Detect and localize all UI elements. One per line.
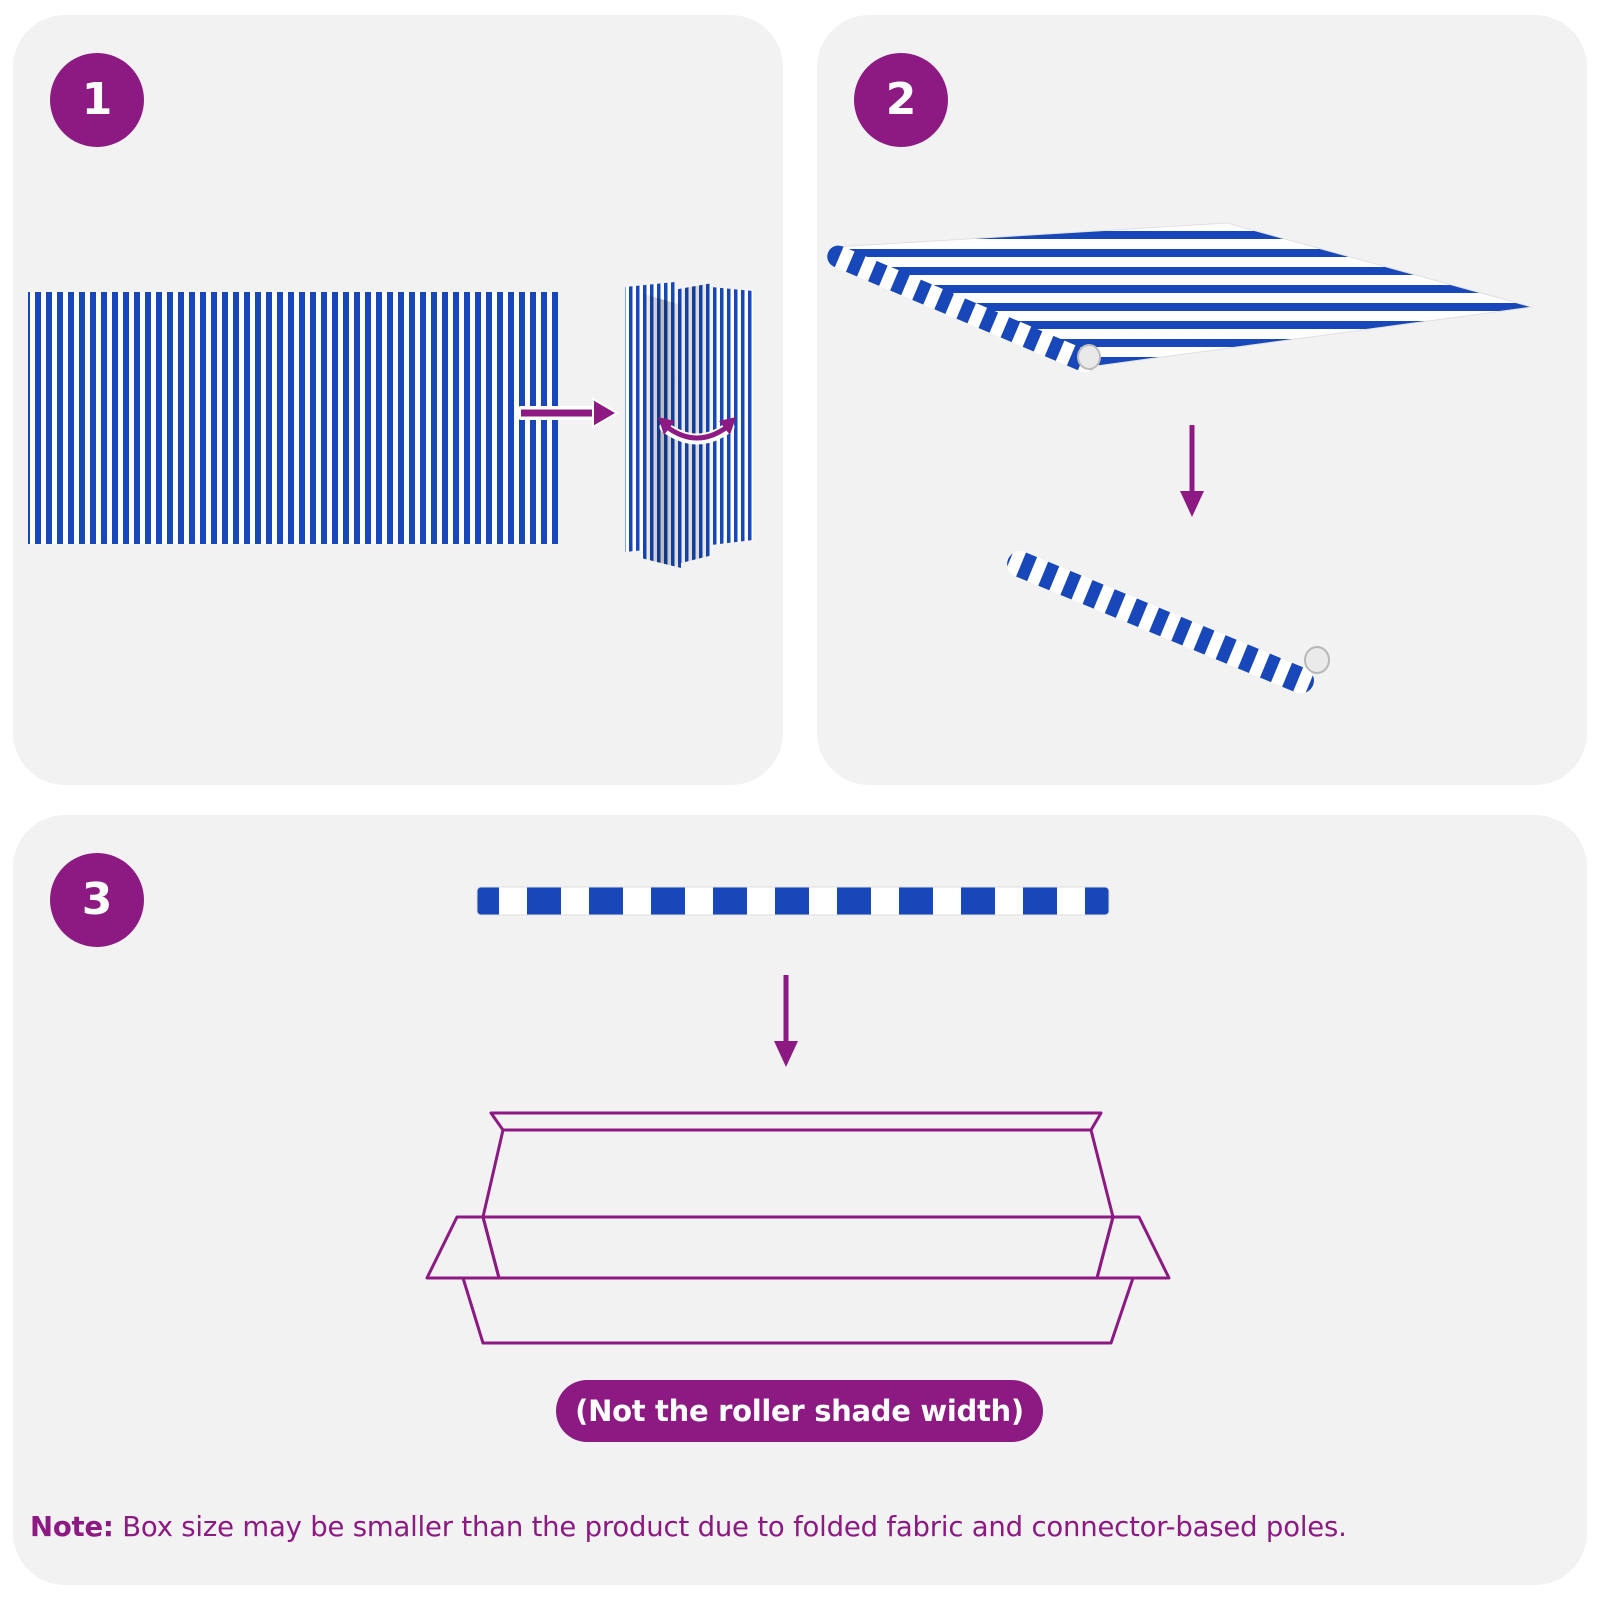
step-3-panel: 3 xyxy=(13,815,1587,1585)
box-outline-icon xyxy=(425,1111,1171,1345)
step-2-badge: 2 xyxy=(854,53,948,147)
step-2-illustration xyxy=(827,222,1533,694)
note-prefix: Note: xyxy=(30,1511,114,1543)
step-1-panel: 1 xyxy=(13,15,783,785)
step-1-badge: 1 xyxy=(50,53,144,147)
flat-fabric xyxy=(28,292,558,544)
not-roller-shade-width-label: (Not the roller shade width) xyxy=(556,1380,1043,1442)
step-3-illustration xyxy=(425,886,1171,1345)
step-2-panel: 2 xyxy=(817,15,1587,785)
step-3-badge: 3 xyxy=(50,853,144,947)
fabric-roll-edge xyxy=(827,245,1096,373)
arrow-right-icon xyxy=(518,397,619,429)
note-text: Note: Box size may be smaller than the p… xyxy=(30,1507,1575,1547)
note-body: Box size may be smaller than the product… xyxy=(113,1511,1347,1543)
step-1-illustration xyxy=(28,282,753,568)
curved-double-arrow-icon xyxy=(658,417,736,445)
finished-roll xyxy=(1007,551,1314,694)
arrow-down-icon xyxy=(774,975,798,1067)
arrow-down-icon xyxy=(1180,425,1204,517)
packed-roll xyxy=(477,887,1109,915)
